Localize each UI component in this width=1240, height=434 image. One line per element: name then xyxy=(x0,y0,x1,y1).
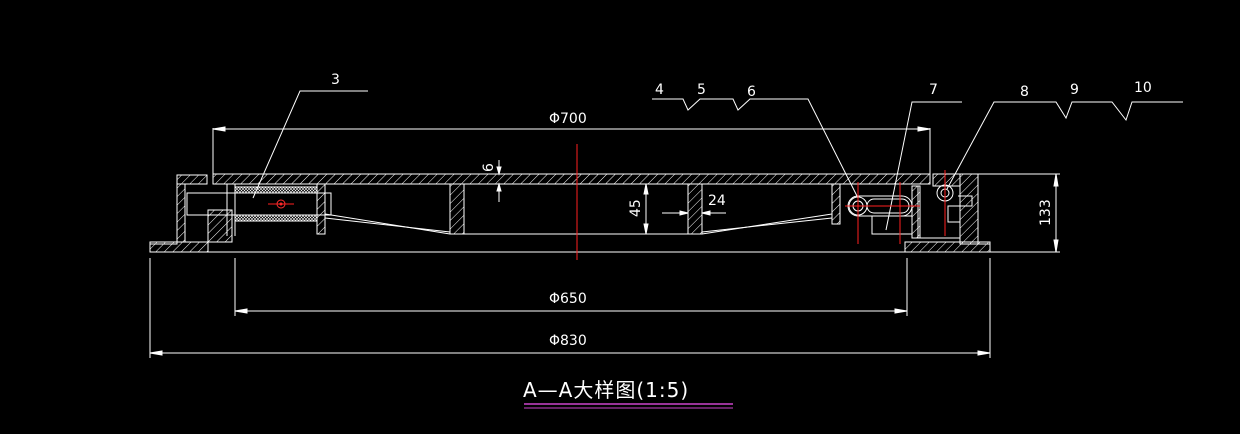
dim-6-label: 6 xyxy=(481,163,497,172)
callout-7: 7 xyxy=(929,82,938,98)
leader-7 xyxy=(885,101,962,231)
rib-hinge-side xyxy=(831,183,841,225)
dim-650-line xyxy=(234,308,908,314)
dim-6-line xyxy=(496,160,502,202)
drawing-title: A—A大样图(1:5) xyxy=(523,378,689,402)
dim-650-label: Φ650 xyxy=(549,291,587,307)
dim-133-label: 133 xyxy=(1038,199,1054,226)
rib-left xyxy=(449,183,465,235)
callout-10: 10 xyxy=(1134,80,1152,96)
rib-right xyxy=(687,183,703,235)
rib-lock-side xyxy=(316,183,326,235)
leader-8-9-10 xyxy=(946,101,1183,190)
leader-4-5-6 xyxy=(652,98,859,199)
center-lines xyxy=(268,144,946,260)
callout-4: 4 xyxy=(655,82,664,98)
cover-top-plate xyxy=(212,173,931,185)
callout-3: 3 xyxy=(331,72,340,88)
dim-700-label: Φ700 xyxy=(549,111,587,127)
dim-45-line xyxy=(640,183,688,235)
dim-24-label: 24 xyxy=(708,193,726,209)
dim-24-line xyxy=(662,210,726,216)
dim-700-line xyxy=(212,126,931,132)
hinge-mechanism xyxy=(847,184,973,239)
manhole-cover-section xyxy=(149,90,1183,358)
frame-left xyxy=(149,174,233,253)
callout-8: 8 xyxy=(1020,84,1029,100)
dim-45-label: 45 xyxy=(628,199,644,217)
callout-5: 5 xyxy=(697,82,706,98)
leader-3 xyxy=(252,90,368,199)
cover-bottom-left xyxy=(324,213,833,235)
dim-830-line xyxy=(149,350,991,356)
callout-9: 9 xyxy=(1070,82,1079,98)
dim-133-line xyxy=(1053,173,1059,253)
callout-6: 6 xyxy=(747,84,756,100)
dim-830-label: Φ830 xyxy=(549,333,587,349)
